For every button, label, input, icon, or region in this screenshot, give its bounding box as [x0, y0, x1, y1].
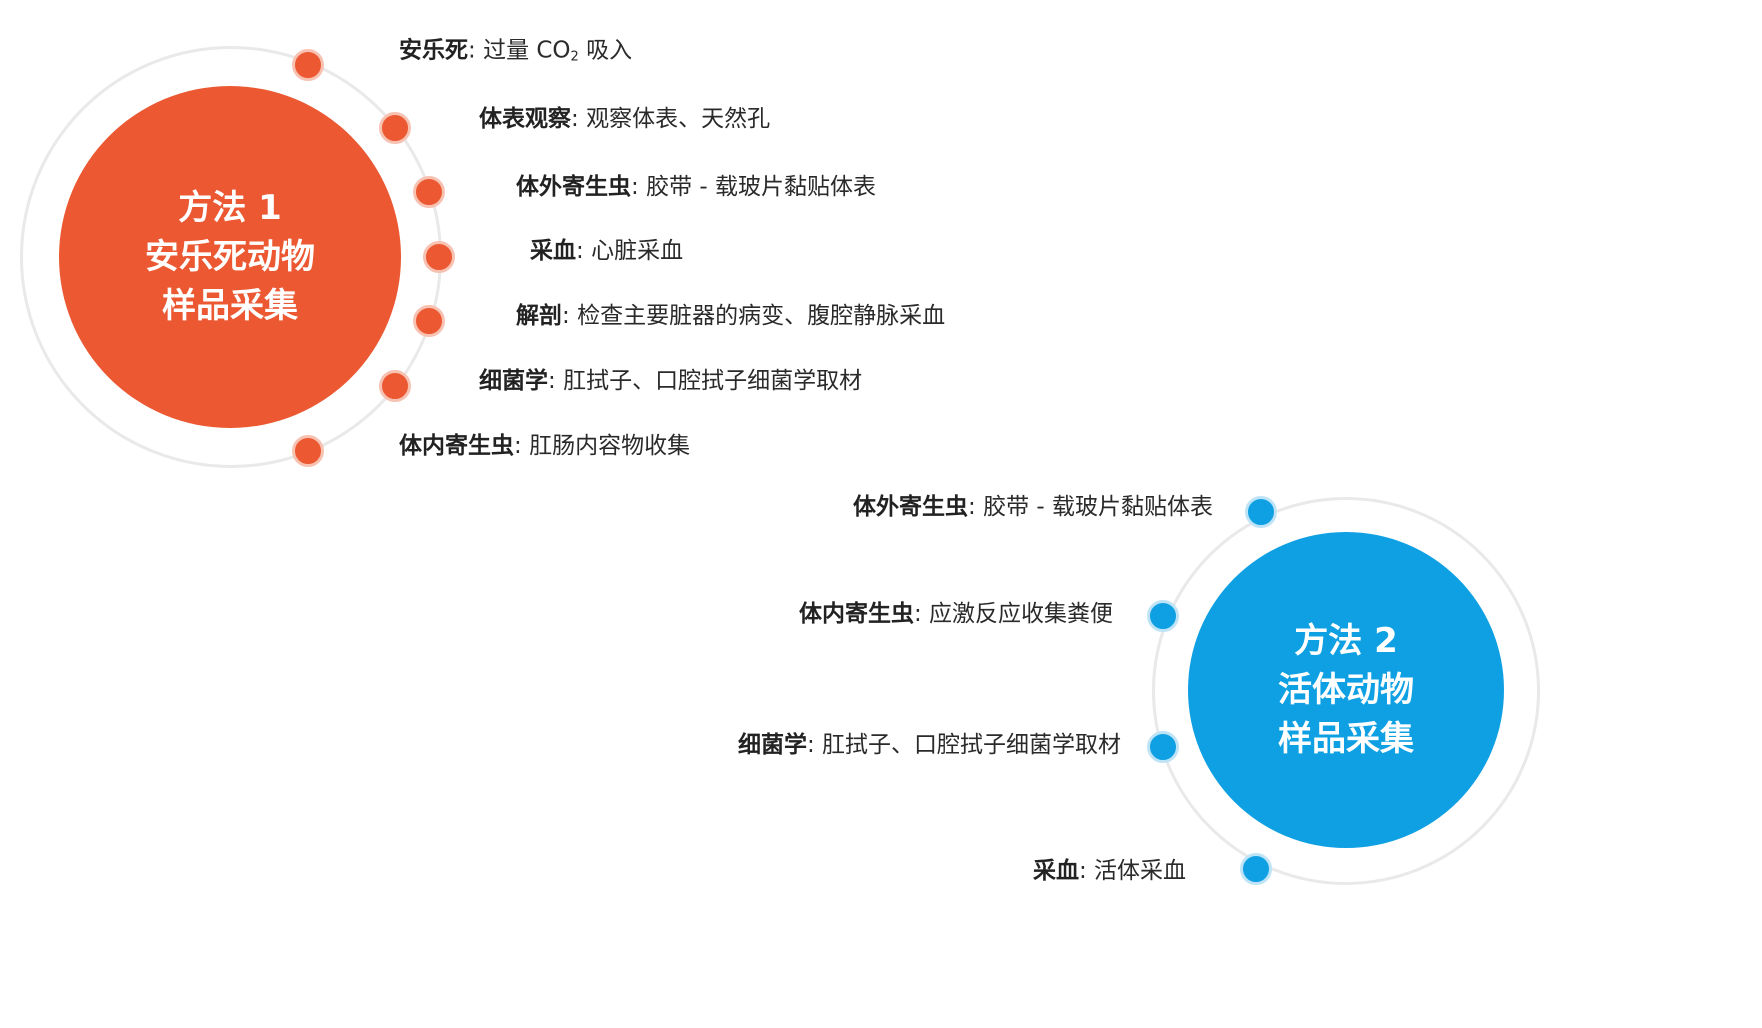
method1-item-7-key: 体内寄生虫: [399, 433, 514, 459]
method1-node-2: [379, 112, 411, 144]
method1-item-4-sep: :: [576, 238, 592, 264]
method1-node-3: [413, 176, 445, 208]
method2-node-1: [1245, 496, 1277, 528]
method2-item-2: 体内寄生虫: 应激反应收集粪便: [799, 599, 1113, 629]
method1-item-2: 体表观察: 观察体表、天然孔: [479, 104, 770, 134]
method2-item-4: 采血: 活体采血: [1033, 856, 1186, 886]
method2-item-1: 体外寄生虫: 胶带 - 载玻片黏贴体表: [853, 492, 1213, 522]
method2-node-4: [1240, 853, 1272, 885]
method1-item-5: 解剖: 检查主要脏器的病变、腹腔静脉采血: [516, 301, 945, 331]
method1-item-1-subscript: 2: [570, 49, 579, 65]
method1-item-1: 安乐死: 过量 CO2 吸入: [399, 36, 632, 73]
method1-node-4: [423, 241, 455, 273]
method1-item-2-text: 观察体表、天然孔: [586, 106, 771, 132]
method2-item-1-key: 体外寄生虫: [853, 494, 969, 520]
method1-item-4-text: 心脏采血: [591, 238, 684, 264]
method1-node-1: [292, 49, 324, 81]
method1-item-6-key: 细菌学: [479, 368, 548, 394]
method1-item-6: 细菌学: 肛拭子、口腔拭子细菌学取材: [479, 366, 862, 396]
method2-item-3-key: 细菌学: [737, 732, 807, 758]
method1-item-1-tail: 吸入: [578, 37, 633, 64]
method2-item-4-sep: :: [1078, 858, 1094, 884]
method1-item-7: 体内寄生虫: 肛肠内容物收集: [399, 431, 690, 461]
method1-item-5-sep: :: [562, 303, 578, 329]
method2-hub: 方法 2 活体动物 样品采集: [1188, 532, 1504, 848]
method2-item-1-sep: :: [968, 494, 984, 520]
method2-item-4-key: 采血: [1032, 858, 1079, 884]
method2-item-2-text: 应激反应收集粪便: [929, 601, 1113, 627]
method1-item-1-key: 安乐死: [399, 37, 468, 64]
method1-item-2-key: 体表观察: [479, 106, 571, 132]
method2-item-2-key: 体内寄生虫: [798, 601, 914, 627]
method1-item-7-text: 肛肠内容物收集: [529, 433, 691, 459]
method1-item-3: 体外寄生虫: 胶带 - 载玻片黏贴体表: [516, 172, 876, 202]
method1-item-1-text: 过量 CO: [483, 37, 571, 64]
method1-item-3-sep: :: [631, 174, 647, 200]
method2-item-3: 细菌学: 肛拭子、口腔拭子细菌学取材: [738, 730, 1121, 760]
method1-node-6: [379, 370, 411, 402]
method1-item-5-text: 检查主要脏器的病变、腹腔静脉采血: [577, 303, 946, 329]
method2-line2: 活体动物: [1278, 669, 1414, 710]
method2-node-3: [1147, 731, 1179, 763]
method2-ring: [1152, 497, 1540, 885]
method1-item-1-sep: :: [468, 37, 484, 64]
method1-item-6-text: 肛拭子、口腔拭子细菌学取材: [563, 368, 863, 394]
method2-line3: 样品采集: [1278, 718, 1414, 759]
method1-node-7: [292, 435, 324, 467]
method2-item-3-sep: :: [806, 732, 822, 758]
method2-item-1-text: 胶带 - 载玻片黏贴体表: [983, 494, 1213, 520]
method1-line2: 安乐死动物: [145, 236, 315, 277]
method1-item-3-text: 胶带 - 载玻片黏贴体表: [646, 174, 876, 200]
method2-title: 方法 2: [1294, 620, 1398, 661]
method1-line3: 样品采集: [162, 285, 298, 326]
method2-node-2: [1147, 600, 1179, 632]
method2-item-4-text: 活体采血: [1094, 858, 1186, 884]
method1-item-5-key: 解剖: [516, 303, 562, 329]
method1-item-6-sep: :: [548, 368, 564, 394]
method1-hub: 方法 1 安乐死动物 样品采集: [59, 86, 401, 428]
method1-item-4-key: 采血: [530, 238, 576, 264]
method1-title: 方法 1: [178, 187, 282, 228]
method2-item-3-text: 肛拭子、口腔拭子细菌学取材: [822, 732, 1121, 758]
method2-item-2-sep: :: [913, 601, 929, 627]
method1-item-3-key: 体外寄生虫: [516, 174, 631, 200]
method1-item-7-sep: :: [514, 433, 530, 459]
method1-item-4: 采血: 心脏采血: [530, 236, 683, 266]
method1-node-5: [413, 305, 445, 337]
method1-item-2-sep: :: [571, 106, 587, 132]
